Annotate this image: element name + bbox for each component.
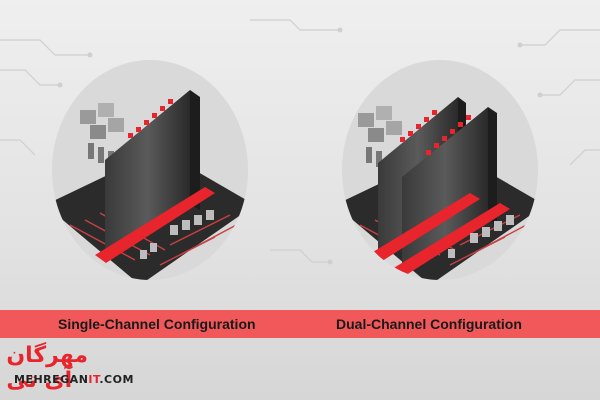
brand-logo-persian: مهرگان آی تی bbox=[6, 343, 89, 393]
site-prefix: MEHREGAN bbox=[14, 373, 89, 386]
capacitors bbox=[448, 215, 514, 258]
dual-channel-illustration bbox=[342, 60, 538, 280]
site-accent: IT bbox=[88, 373, 100, 386]
dual-channel-caption: Dual-Channel Configuration bbox=[336, 316, 522, 332]
chip-cluster bbox=[358, 106, 402, 167]
capacitors bbox=[140, 210, 214, 259]
brand-site-name: MEHREGANIT.COM bbox=[14, 373, 134, 386]
ram-slot bbox=[95, 187, 215, 263]
brand-logo: مهرگان آی تی MEHREGANIT.COM bbox=[6, 343, 148, 397]
ram-slot-2 bbox=[392, 203, 510, 277]
site-suffix: .COM bbox=[99, 373, 134, 386]
caption-band: Single-Channel Configuration Dual-Channe… bbox=[0, 310, 600, 338]
ram-slot-1 bbox=[368, 193, 480, 263]
single-channel-illustration bbox=[52, 60, 248, 280]
single-channel-caption: Single-Channel Configuration bbox=[58, 316, 256, 332]
chip-cluster bbox=[80, 103, 124, 167]
